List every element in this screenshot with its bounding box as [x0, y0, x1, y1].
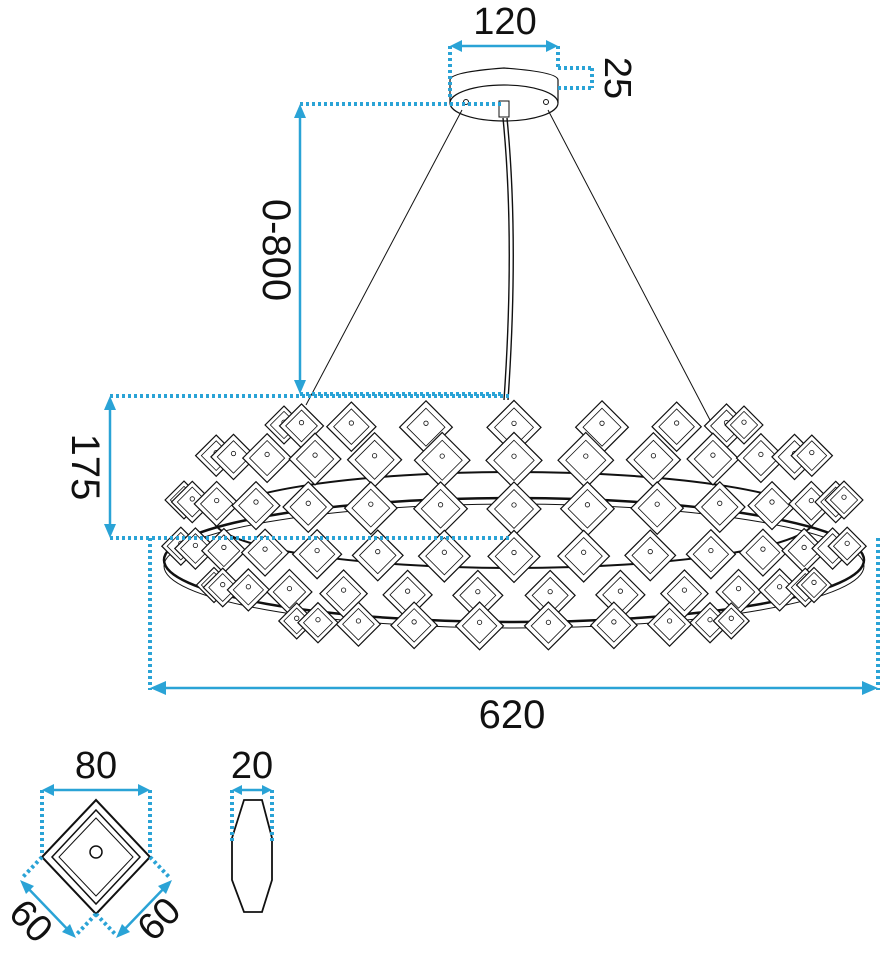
- canopy: [449, 67, 559, 122]
- crystal-43: [417, 529, 472, 583]
- crystal-55: [266, 568, 313, 616]
- crystal-width-label: 80: [75, 745, 117, 787]
- crystal-69: [390, 601, 439, 650]
- suspension-label: 0-800: [254, 199, 298, 301]
- crystal-70: [454, 601, 505, 651]
- crystal-29: [486, 481, 542, 537]
- suspension-wires: [305, 109, 711, 421]
- crystal-thickness-label: 20: [231, 745, 273, 787]
- crystal-45: [556, 529, 611, 583]
- crystal-side-a-label: 60: [1, 892, 61, 952]
- crystal-44: [487, 529, 541, 584]
- crystal-42: [351, 529, 404, 582]
- crystal-40: [240, 528, 290, 577]
- crystal-6: [651, 401, 703, 453]
- diameter-dimension: 620: [148, 538, 880, 737]
- crystal-24: [193, 480, 240, 528]
- crystal-51: [827, 526, 868, 567]
- crystal-19: [735, 432, 787, 484]
- crystal-31: [630, 481, 685, 536]
- crystal-25: [231, 480, 281, 531]
- crystal-73: [646, 601, 693, 647]
- crystal-15: [485, 431, 543, 490]
- crystal-12: [288, 432, 342, 486]
- crystal-27: [343, 481, 398, 536]
- crystal-32: [693, 480, 746, 534]
- crystal-30: [559, 481, 616, 537]
- crystal-36: [824, 480, 864, 520]
- crystal-47: [685, 528, 737, 580]
- crystal-28: [412, 481, 469, 537]
- body-height-label: 175: [63, 434, 107, 501]
- crystal-10: [210, 433, 257, 481]
- crystal-65: [795, 566, 833, 604]
- crystal-54: [226, 568, 271, 612]
- crystal-8: [724, 405, 764, 445]
- crystal-75: [712, 602, 751, 640]
- crystal-2: [325, 401, 377, 453]
- crystal-33: [747, 480, 797, 531]
- canopy-height-dimension: 25: [558, 57, 638, 99]
- suspension-dimension: 0-800: [254, 102, 504, 396]
- crystal-71: [523, 601, 574, 651]
- crystal-ring: [160, 399, 868, 651]
- crystal-11: [241, 432, 293, 484]
- canopy-width-label: 120: [473, 1, 536, 43]
- canopy-height-label: 25: [596, 57, 638, 99]
- crystal-48: [738, 528, 788, 577]
- chandelier-body: [160, 399, 868, 651]
- crystal-21: [790, 434, 834, 478]
- crystal-detail-front: 80 60 60: [1, 745, 190, 951]
- crystal-38: [173, 527, 217, 570]
- crystal-41: [291, 528, 343, 580]
- crystal-18: [686, 432, 740, 486]
- body-height-dimension: 175: [63, 394, 510, 540]
- crystal-72: [589, 601, 638, 650]
- crystal-67: [297, 601, 339, 644]
- crystal-26: [282, 480, 335, 534]
- crystal-46: [624, 529, 677, 582]
- crystal-62: [715, 568, 762, 616]
- crystal-68: [335, 601, 382, 647]
- crystal-detail-side: 20: [230, 745, 274, 913]
- diameter-label: 620: [479, 693, 546, 737]
- crystal-side-b-label: 60: [130, 890, 190, 950]
